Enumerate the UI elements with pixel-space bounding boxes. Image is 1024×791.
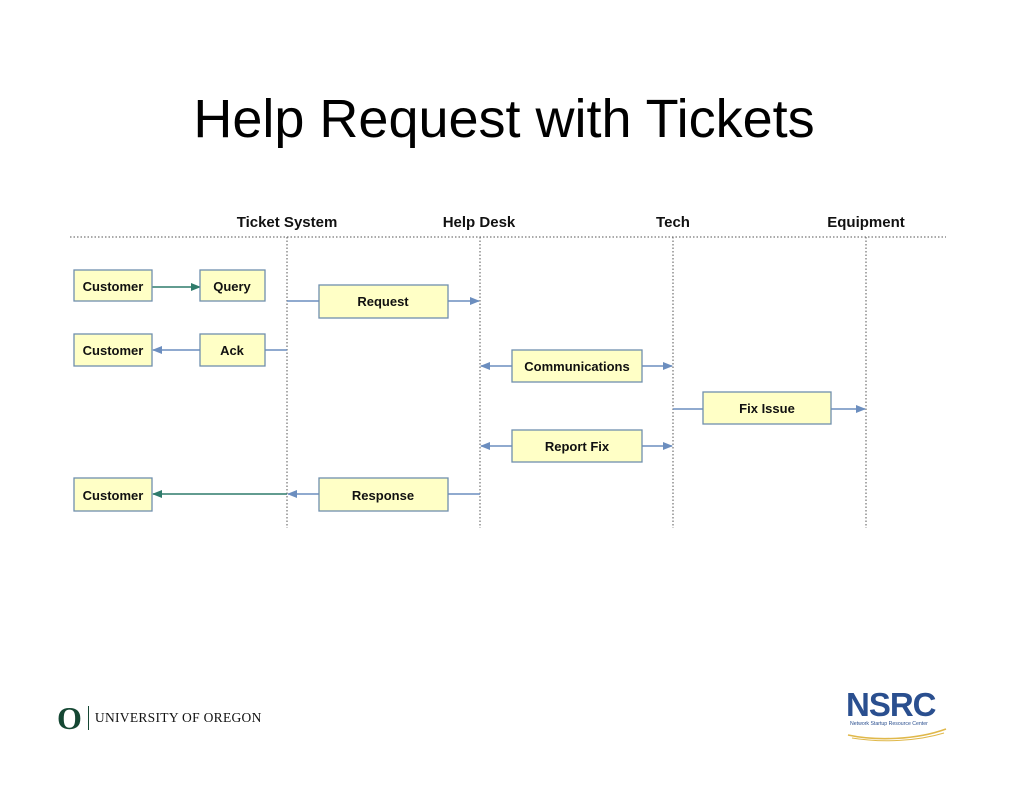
response-box-label: Response <box>352 488 414 503</box>
uo-o-mark: O <box>57 700 82 736</box>
customer-box-3: Customer <box>73 477 153 512</box>
lane-label-help-desk: Help Desk <box>443 214 516 231</box>
nsrc-wordmark: NSRC <box>846 686 937 723</box>
nsrc-logo: NSRC Network Startup Resource Center <box>846 688 950 744</box>
ack-box-label: Ack <box>220 343 245 358</box>
lane-label-ticket-system: Ticket System <box>237 214 338 231</box>
university-of-oregon-logo: O UNIVERSITY OF OREGON <box>57 700 262 736</box>
response-box: Response <box>318 477 449 512</box>
customer-box-1: Customer <box>73 269 153 302</box>
report-fix-box-label: Report Fix <box>545 439 610 454</box>
customer-box-3-label: Customer <box>83 488 144 503</box>
request-box-label: Request <box>357 294 409 309</box>
customer-box-2: Customer <box>73 333 153 367</box>
report-fix-box: Report Fix <box>511 429 643 463</box>
communications-box-label: Communications <box>524 359 629 374</box>
request-box: Request <box>318 284 449 319</box>
query-box-label: Query <box>213 279 251 294</box>
lane-label-equipment: Equipment <box>827 214 905 231</box>
ack-box: Ack <box>199 333 266 367</box>
fix-issue-box: Fix Issue <box>702 391 832 425</box>
uo-separator <box>87 706 89 730</box>
lane-label-tech: Tech <box>656 214 690 231</box>
customer-box-2-label: Customer <box>83 343 144 358</box>
uo-wordmark: UNIVERSITY OF OREGON <box>94 710 262 725</box>
fix-issue-box-label: Fix Issue <box>739 401 795 416</box>
nsrc-tagline: Network Startup Resource Center <box>850 721 928 727</box>
communications-box: Communications <box>511 349 643 383</box>
slide-title: Help Request with Tickets <box>193 89 815 149</box>
query-box: Query <box>199 269 266 302</box>
nsrc-swoosh-icon <box>847 728 947 742</box>
customer-box-1-label: Customer <box>83 279 144 294</box>
